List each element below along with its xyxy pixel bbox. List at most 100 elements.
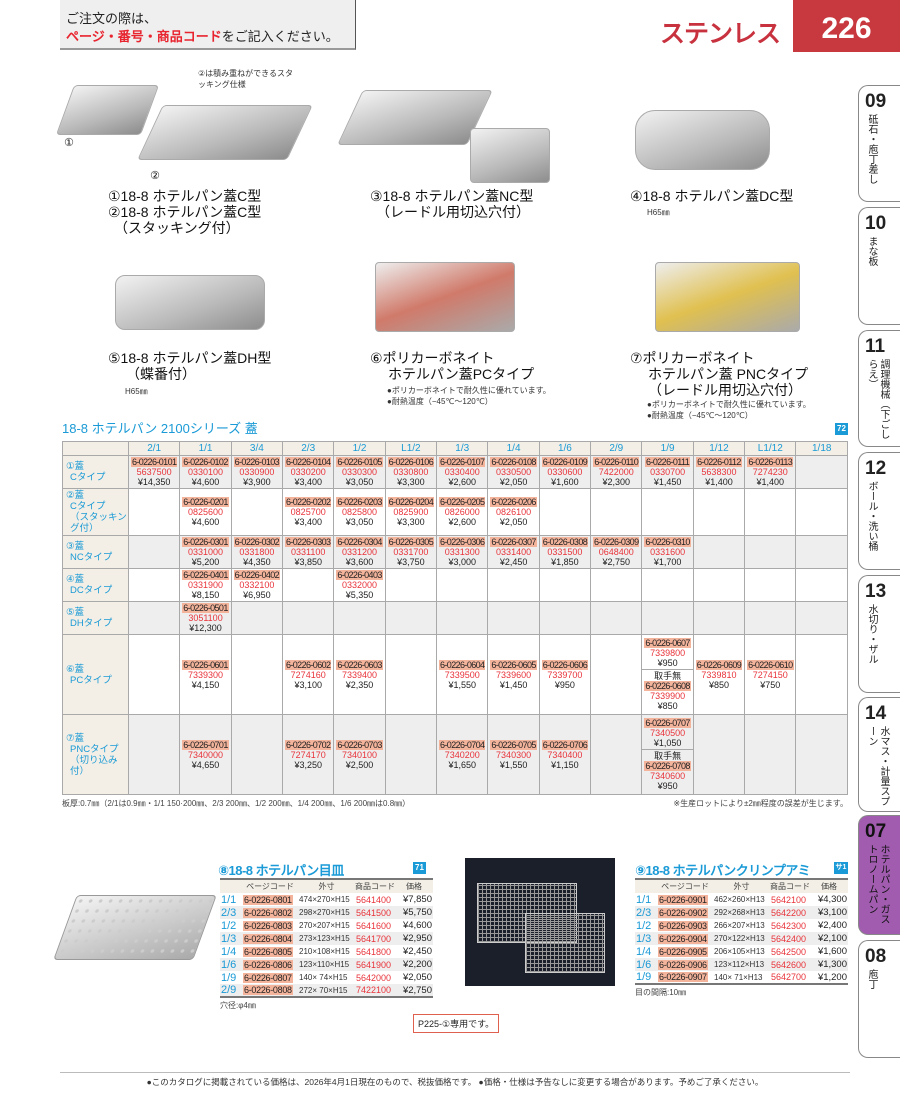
page-code: 6-0226-0701: [182, 739, 229, 750]
size: 1/6: [635, 958, 657, 971]
price: ¥1,850: [551, 557, 579, 567]
size: 1/4: [221, 945, 237, 958]
column-header: 2/1: [127, 441, 181, 456]
empty-cell: [744, 535, 797, 569]
column-header: 1/18: [795, 441, 848, 456]
price: ¥3,850: [294, 557, 322, 567]
item-code: 7339500: [444, 669, 480, 680]
empty-cell: [487, 568, 540, 602]
page-code: 6-0226-0607: [644, 638, 691, 648]
size: 2/9: [220, 984, 242, 998]
page-code: 6-0226-0608: [644, 681, 691, 691]
price: ¥2,050: [402, 972, 432, 983]
empty-cell: [795, 601, 848, 635]
price: ¥1,450: [653, 477, 682, 487]
product-image-lid-nc-detail: [470, 128, 550, 183]
item-code: 0331700: [393, 547, 429, 557]
column-header: 2/9: [590, 441, 643, 456]
page-code: 6-0226-0805: [243, 946, 293, 957]
item-code: 0330200: [290, 467, 326, 477]
product-image-rack: [465, 858, 615, 986]
price: ¥3,300: [397, 477, 425, 487]
item-code: 7422100: [355, 984, 395, 998]
empty-cell: [692, 488, 746, 536]
item-code: 7339300: [187, 669, 224, 680]
page-code: 6-0226-0902: [657, 906, 713, 919]
price: ¥3,250: [294, 759, 322, 770]
item-code: 7274230: [752, 467, 788, 477]
empty-cell: [384, 568, 438, 602]
price: ¥1,600: [817, 946, 847, 957]
item-code: 0826100: [496, 507, 532, 517]
column-header: 1/2: [333, 441, 386, 456]
page-code: 6-0226-0108: [490, 457, 537, 467]
empty-cell: [384, 634, 438, 715]
page-code: 6-0226-0106: [387, 457, 435, 467]
empty-cell: [744, 568, 797, 602]
page-code: 6-0226-0801: [243, 894, 293, 905]
page-code: 6-0226-0903: [658, 920, 708, 931]
item-code: 5641400: [356, 894, 392, 905]
empty-cell: [641, 601, 694, 635]
dimensions: 266×207×H13: [714, 921, 765, 930]
price: ¥1,450: [499, 679, 528, 690]
price: ¥2,100: [810, 932, 848, 945]
page-code: 6-0226-0104: [284, 457, 332, 467]
empty-cell: [384, 601, 438, 635]
item-code: 0330600: [547, 467, 583, 477]
lid-table-title: 18-8 ホテルパン 2100シリーズ 蓋: [62, 421, 258, 436]
empty-cell: [230, 601, 284, 635]
item-code: 0331800: [239, 547, 275, 557]
page-code: 6-0226-0305: [387, 537, 435, 547]
page-code: 6-0226-0708: [644, 761, 691, 771]
empty-cell: [795, 535, 848, 569]
item-code: 7422000: [598, 467, 634, 477]
price: ¥2,400: [817, 920, 847, 931]
item-code: 0332000: [342, 580, 378, 590]
empty-cell: [590, 568, 643, 602]
header-row: ページコード外寸商品コード価格: [635, 878, 848, 893]
order-notice: ご注文の際は、 ページ・番号・商品コードをご記入ください。: [60, 0, 356, 50]
page-code: 6-0226-0304: [336, 537, 383, 547]
price: ¥1,300: [810, 958, 848, 971]
empty-cell: [230, 634, 284, 715]
page-code: 6-0226-0808: [242, 984, 298, 998]
page-code: 6-0226-0105: [336, 457, 383, 467]
price: ¥4,300: [817, 894, 847, 905]
page-code: 6-0226-0301: [182, 537, 229, 547]
product-bullets-6: ●ポリカーボネイトで耐久性に優れています。●耐熱温度（−45℃〜120℃）: [387, 386, 551, 406]
size: 1/4: [636, 945, 652, 958]
empty-cell: [692, 535, 746, 569]
page-code: 6-0226-0705: [490, 739, 537, 750]
price: ¥3,600: [345, 557, 374, 567]
price: ¥4,600: [191, 477, 220, 487]
page-code: 6-0226-0905: [658, 946, 708, 957]
page-code: 6-0226-0203: [336, 497, 383, 507]
empty-cell: [282, 601, 335, 635]
